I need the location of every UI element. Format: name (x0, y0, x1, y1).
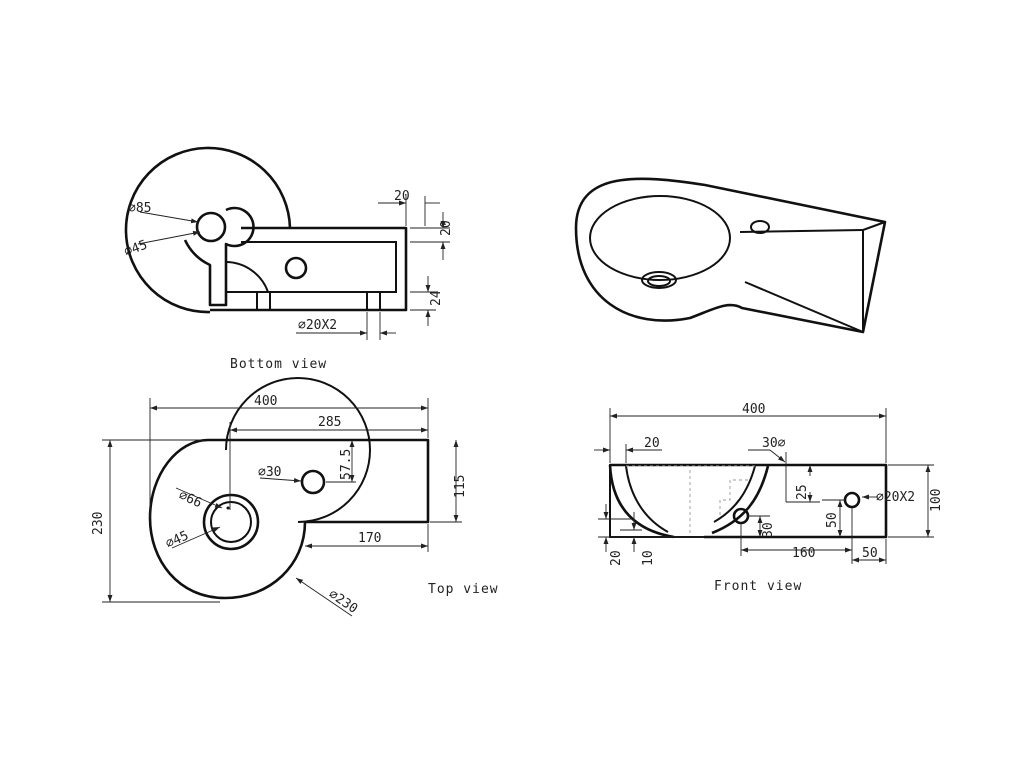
dim-top-d66: ⌀66 (176, 488, 204, 511)
dim-bottom-w20: 20 (394, 189, 410, 204)
dim-front-d30: 30⌀ (762, 436, 786, 451)
dim-top-w170: 170 (358, 531, 381, 546)
dim-front-h100: 100 (929, 489, 944, 512)
dim-front-h20: 20 (609, 550, 624, 566)
top-view-outline (148, 377, 430, 600)
top-view-dimensions: 400 285 230 115 57.5 ⌀30 ⌀66 ⌀45 170 (91, 394, 468, 617)
dim-top-w285: 285 (318, 415, 341, 430)
bottom-view-dimensions: ⌀85 ⌀45 20 20 24 ⌀20X2 (122, 189, 454, 340)
front-view-caption: Front view (714, 579, 802, 594)
dim-front-h50: 50 (825, 512, 840, 528)
dim-front-h30: 30 (761, 522, 776, 538)
dim-front-h10: 10 (641, 550, 656, 566)
dim-front-w160: 160 (792, 546, 815, 561)
dim-bottom-h20: 20 (439, 220, 454, 236)
dim-top-height: 230 (91, 512, 106, 535)
front-view-outline (608, 463, 888, 539)
front-view: 400 20 30⌀ 25 ⌀20X2 100 50 30 (594, 402, 944, 594)
top-view-caption: Top view (428, 582, 499, 597)
dim-front-h25: 25 (795, 484, 810, 500)
front-view-dimensions: 400 20 30⌀ 25 ⌀20X2 100 50 30 (594, 402, 944, 566)
bottom-view-caption: Bottom view (230, 357, 327, 372)
bottom-view: ⌀85 ⌀45 20 20 24 ⌀20X2 Bottom view (122, 146, 454, 372)
dim-bottom-d45: ⌀45 (122, 238, 149, 260)
dim-front-width: 400 (742, 402, 765, 417)
dim-front-w20: 20 (644, 436, 660, 451)
dim-top-d30: ⌀30 (258, 465, 281, 480)
dim-bottom-holes: ⌀20X2 (298, 318, 337, 333)
dim-front-holes: ⌀20X2 (876, 490, 915, 505)
dim-bottom-h24: 24 (429, 290, 444, 306)
dim-top-d45: ⌀45 (164, 528, 192, 551)
top-view: 400 285 230 115 57.5 ⌀30 ⌀66 ⌀45 170 (91, 377, 499, 617)
isometric-view (574, 177, 887, 334)
dim-front-w50: 50 (862, 546, 878, 561)
dim-bottom-d85: ⌀85 (128, 201, 151, 216)
dim-top-h57: 57.5 (339, 449, 354, 480)
dim-top-d230: ⌀230 (326, 587, 360, 617)
dim-top-width: 400 (254, 394, 277, 409)
bottom-view-outline (124, 146, 408, 314)
dim-top-h115: 115 (453, 475, 468, 498)
